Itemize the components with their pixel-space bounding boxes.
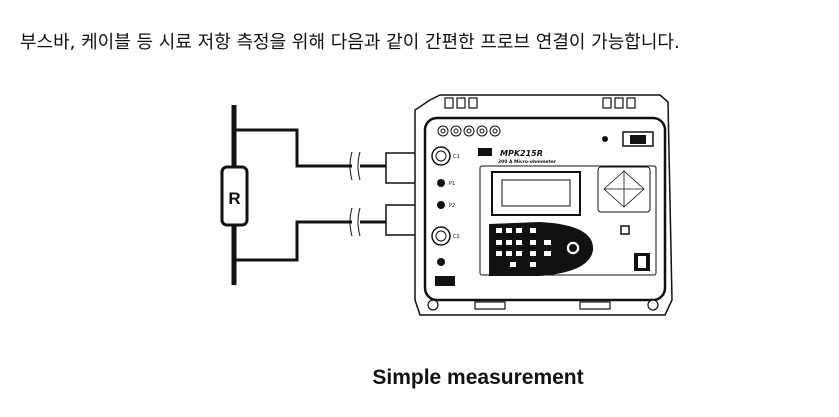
terminal-c2 [431,226,451,246]
resistor-label: R [228,189,240,208]
micro-ohmmeter-device: C1 P1 P2 C2 MPK215R 200 A Micro-ohmmeter [414,94,673,316]
cable-break-top [349,151,361,181]
cable-top [234,128,352,168]
cable-bottom [234,220,352,262]
resistor [220,165,249,227]
probe-clip-bottom [385,204,432,236]
svg-text:C2: C2 [453,234,460,240]
cable-break-bottom [349,207,361,237]
terminal-p1 [437,179,445,187]
page-heading: 부스바, 케이블 등 시료 저항 측정을 위해 다음과 같이 간편한 프로브 연… [20,32,680,53]
device-subtitle: 200 A Micro-ohmmeter [498,159,557,165]
device-model: MPK215R [500,149,543,158]
svg-text:P1: P1 [449,181,455,187]
probe-clip-top [385,152,432,184]
svg-text:P2: P2 [449,203,455,209]
terminal-c1 [431,146,451,166]
svg-text:C1: C1 [453,154,460,160]
terminal-p2 [437,201,445,209]
diagram-caption: Simple measurement [372,366,584,389]
